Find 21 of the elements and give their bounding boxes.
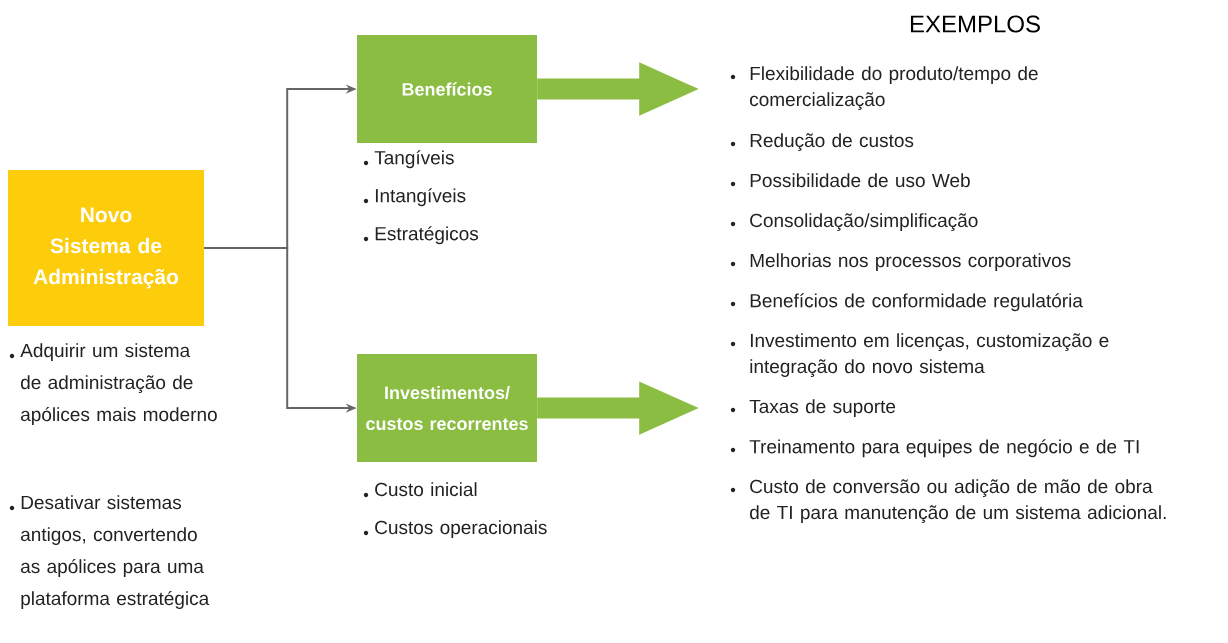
bullet-item: Benefícios de conformidade regulatória — [730, 293, 1083, 312]
bullet-item: Adquirir um sistema de administração de apólices mais moderno — [9, 343, 217, 425]
bullet-item: Redução de custos — [730, 133, 914, 151]
bullet-item: Investimento em licenças, customização e integração do novo sistema — [730, 333, 1109, 377]
bullet-item: Desativar sistemas antigos, convertendo as apólices para uma plataforma estratégica — [9, 495, 210, 609]
bullet-item: Taxas de suporte — [730, 399, 896, 417]
bullet-item: Melhorias nos processos corporativos — [730, 253, 1071, 271]
process-box: Benefícios — [357, 35, 537, 143]
bullet-item: Custo de conversão ou adição de mão de obra de TI para manutenção de um sistema adicional. — [730, 479, 1166, 523]
bullet-item: Intangíveis — [363, 188, 466, 207]
bullet-item: Estratégicos — [363, 226, 479, 245]
bullet-item: Consolidação/simplificação — [730, 213, 978, 231]
heading: EXEMPLOS — [910, 15, 1040, 33]
bullet-item: Custo inicial — [363, 482, 477, 498]
process-box: Investimentos/ custos recorrentes — [357, 354, 537, 462]
bullet-item: Flexibilidade do produto/tempo de comercialização — [730, 66, 1038, 110]
bullet-item: Treinamento para equipes de negócio e de TI — [730, 439, 1139, 458]
bullet-item: Custos operacionais — [363, 520, 547, 538]
bullet-item: Possibilidade de uso Web — [730, 173, 970, 188]
bullet-item: Tangíveis — [363, 150, 454, 169]
process-box: Novo Sistema de Administração — [8, 170, 204, 326]
